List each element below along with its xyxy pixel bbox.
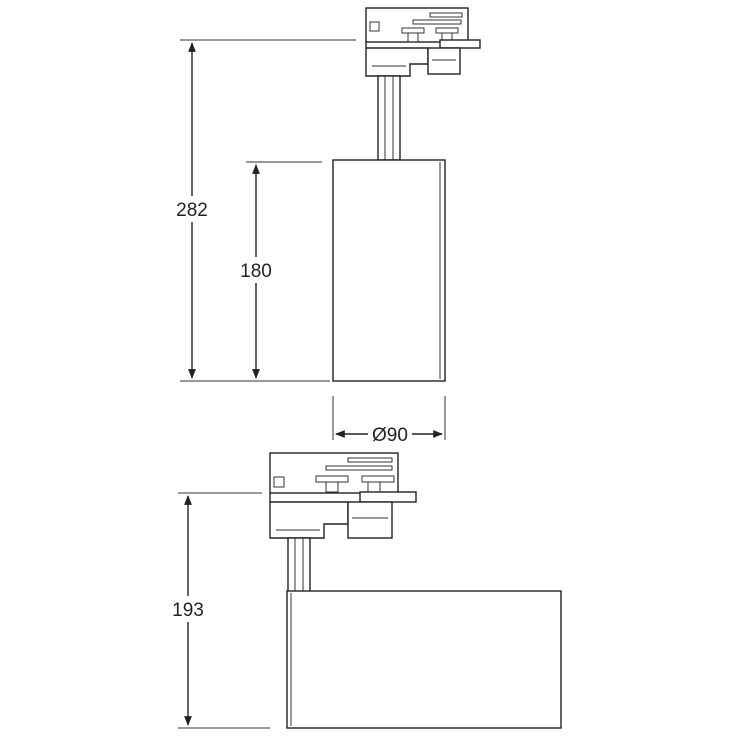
dimension-193: 193 (166, 492, 270, 729)
front-view: 282 180 Ø90 (170, 7, 481, 446)
dimension-90: Ø90 (332, 396, 446, 446)
stem-front (377, 75, 401, 161)
lamp-body-side (286, 590, 562, 729)
stem-side (287, 537, 311, 593)
dimension-label-180: 180 (240, 261, 272, 282)
dimension-label-282: 282 (176, 200, 208, 221)
track-adapter-front (365, 7, 481, 77)
dimension-label-90: Ø90 (372, 425, 408, 446)
dimension-282: 282 (170, 39, 356, 382)
dimension-180: 180 (234, 161, 322, 379)
lamp-body-front (332, 159, 446, 382)
side-view: 193 (166, 452, 562, 729)
track-adapter-side (269, 452, 417, 539)
dimension-label-193: 193 (172, 600, 204, 621)
